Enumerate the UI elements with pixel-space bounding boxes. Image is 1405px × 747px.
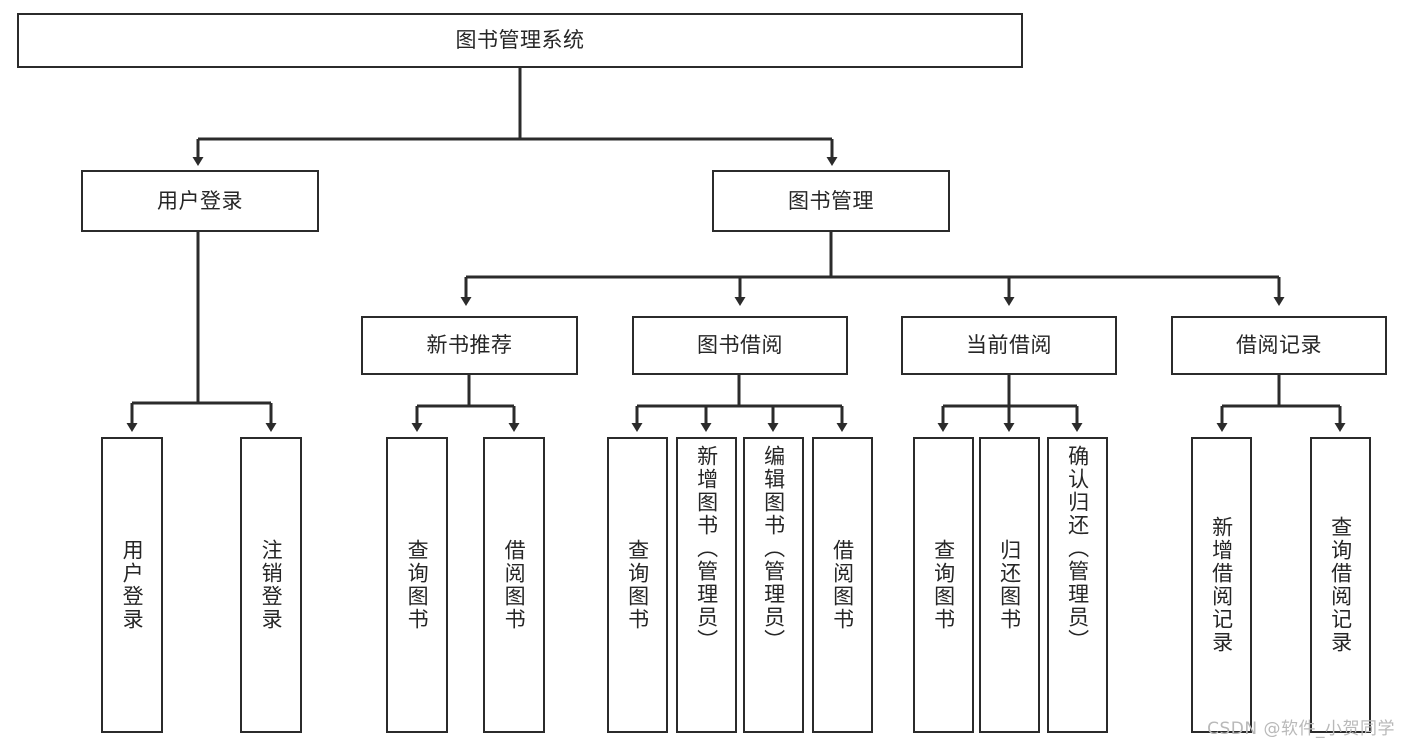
leaf-edit-book-admin[interactable]: 编辑图书（管理员）: [743, 437, 804, 733]
leaf-confirm-return-admin[interactable]: 确认归还（管理员）: [1047, 437, 1108, 733]
leaf-return-book-label: 归还图书: [997, 539, 1022, 631]
leaf-logout[interactable]: 注销登录: [240, 437, 302, 733]
node-new-book-recommend[interactable]: 新书推荐: [361, 316, 578, 375]
leaf-borrow-book-recommend[interactable]: 借阅图书: [483, 437, 545, 733]
leaf-query-book-recommend-label: 查询图书: [405, 539, 430, 631]
leaf-logout-label: 注销登录: [259, 539, 284, 631]
node-current-borrow[interactable]: 当前借阅: [901, 316, 1117, 375]
leaf-query-book-borrow[interactable]: 查询图书: [607, 437, 668, 733]
leaf-query-book-current[interactable]: 查询图书: [913, 437, 974, 733]
node-book-management-label: 图书管理: [788, 188, 874, 213]
node-root-system-label: 图书管理系统: [455, 28, 585, 53]
node-book-borrow[interactable]: 图书借阅: [632, 316, 848, 375]
leaf-query-borrow-record[interactable]: 查询借阅记录: [1310, 437, 1371, 733]
leaf-user-login[interactable]: 用户登录: [101, 437, 163, 733]
node-new-book-recommend-label: 新书推荐: [426, 333, 513, 358]
node-user-login[interactable]: 用户登录: [81, 170, 319, 232]
leaf-borrow-book-recommend-label: 借阅图书: [502, 539, 527, 631]
leaf-borrow-book-label: 借阅图书: [830, 539, 855, 631]
leaf-edit-book-admin-label: 编辑图书（管理员）: [761, 445, 786, 652]
leaf-add-book-admin[interactable]: 新增图书（管理员）: [676, 437, 737, 733]
node-borrow-record[interactable]: 借阅记录: [1171, 316, 1387, 375]
leaf-add-book-admin-label: 新增图书（管理员）: [694, 445, 719, 652]
leaf-user-login-label: 用户登录: [120, 539, 145, 631]
node-root-system[interactable]: 图书管理系统: [17, 13, 1023, 68]
leaf-query-book-current-label: 查询图书: [931, 539, 956, 631]
leaf-confirm-return-admin-label: 确认归还（管理员）: [1065, 445, 1090, 652]
node-borrow-record-label: 借阅记录: [1236, 333, 1322, 358]
node-book-borrow-label: 图书借阅: [697, 333, 783, 358]
node-user-login-label: 用户登录: [157, 188, 243, 213]
leaf-borrow-book[interactable]: 借阅图书: [812, 437, 873, 733]
leaf-add-borrow-record[interactable]: 新增借阅记录: [1191, 437, 1252, 733]
node-book-management[interactable]: 图书管理: [712, 170, 950, 232]
leaf-query-book-borrow-label: 查询图书: [625, 539, 650, 631]
leaf-add-borrow-record-label: 新增借阅记录: [1209, 516, 1234, 654]
node-current-borrow-label: 当前借阅: [966, 333, 1052, 358]
leaf-query-borrow-record-label: 查询借阅记录: [1328, 516, 1353, 654]
leaf-query-book-recommend[interactable]: 查询图书: [386, 437, 448, 733]
leaf-return-book[interactable]: 归还图书: [979, 437, 1040, 733]
